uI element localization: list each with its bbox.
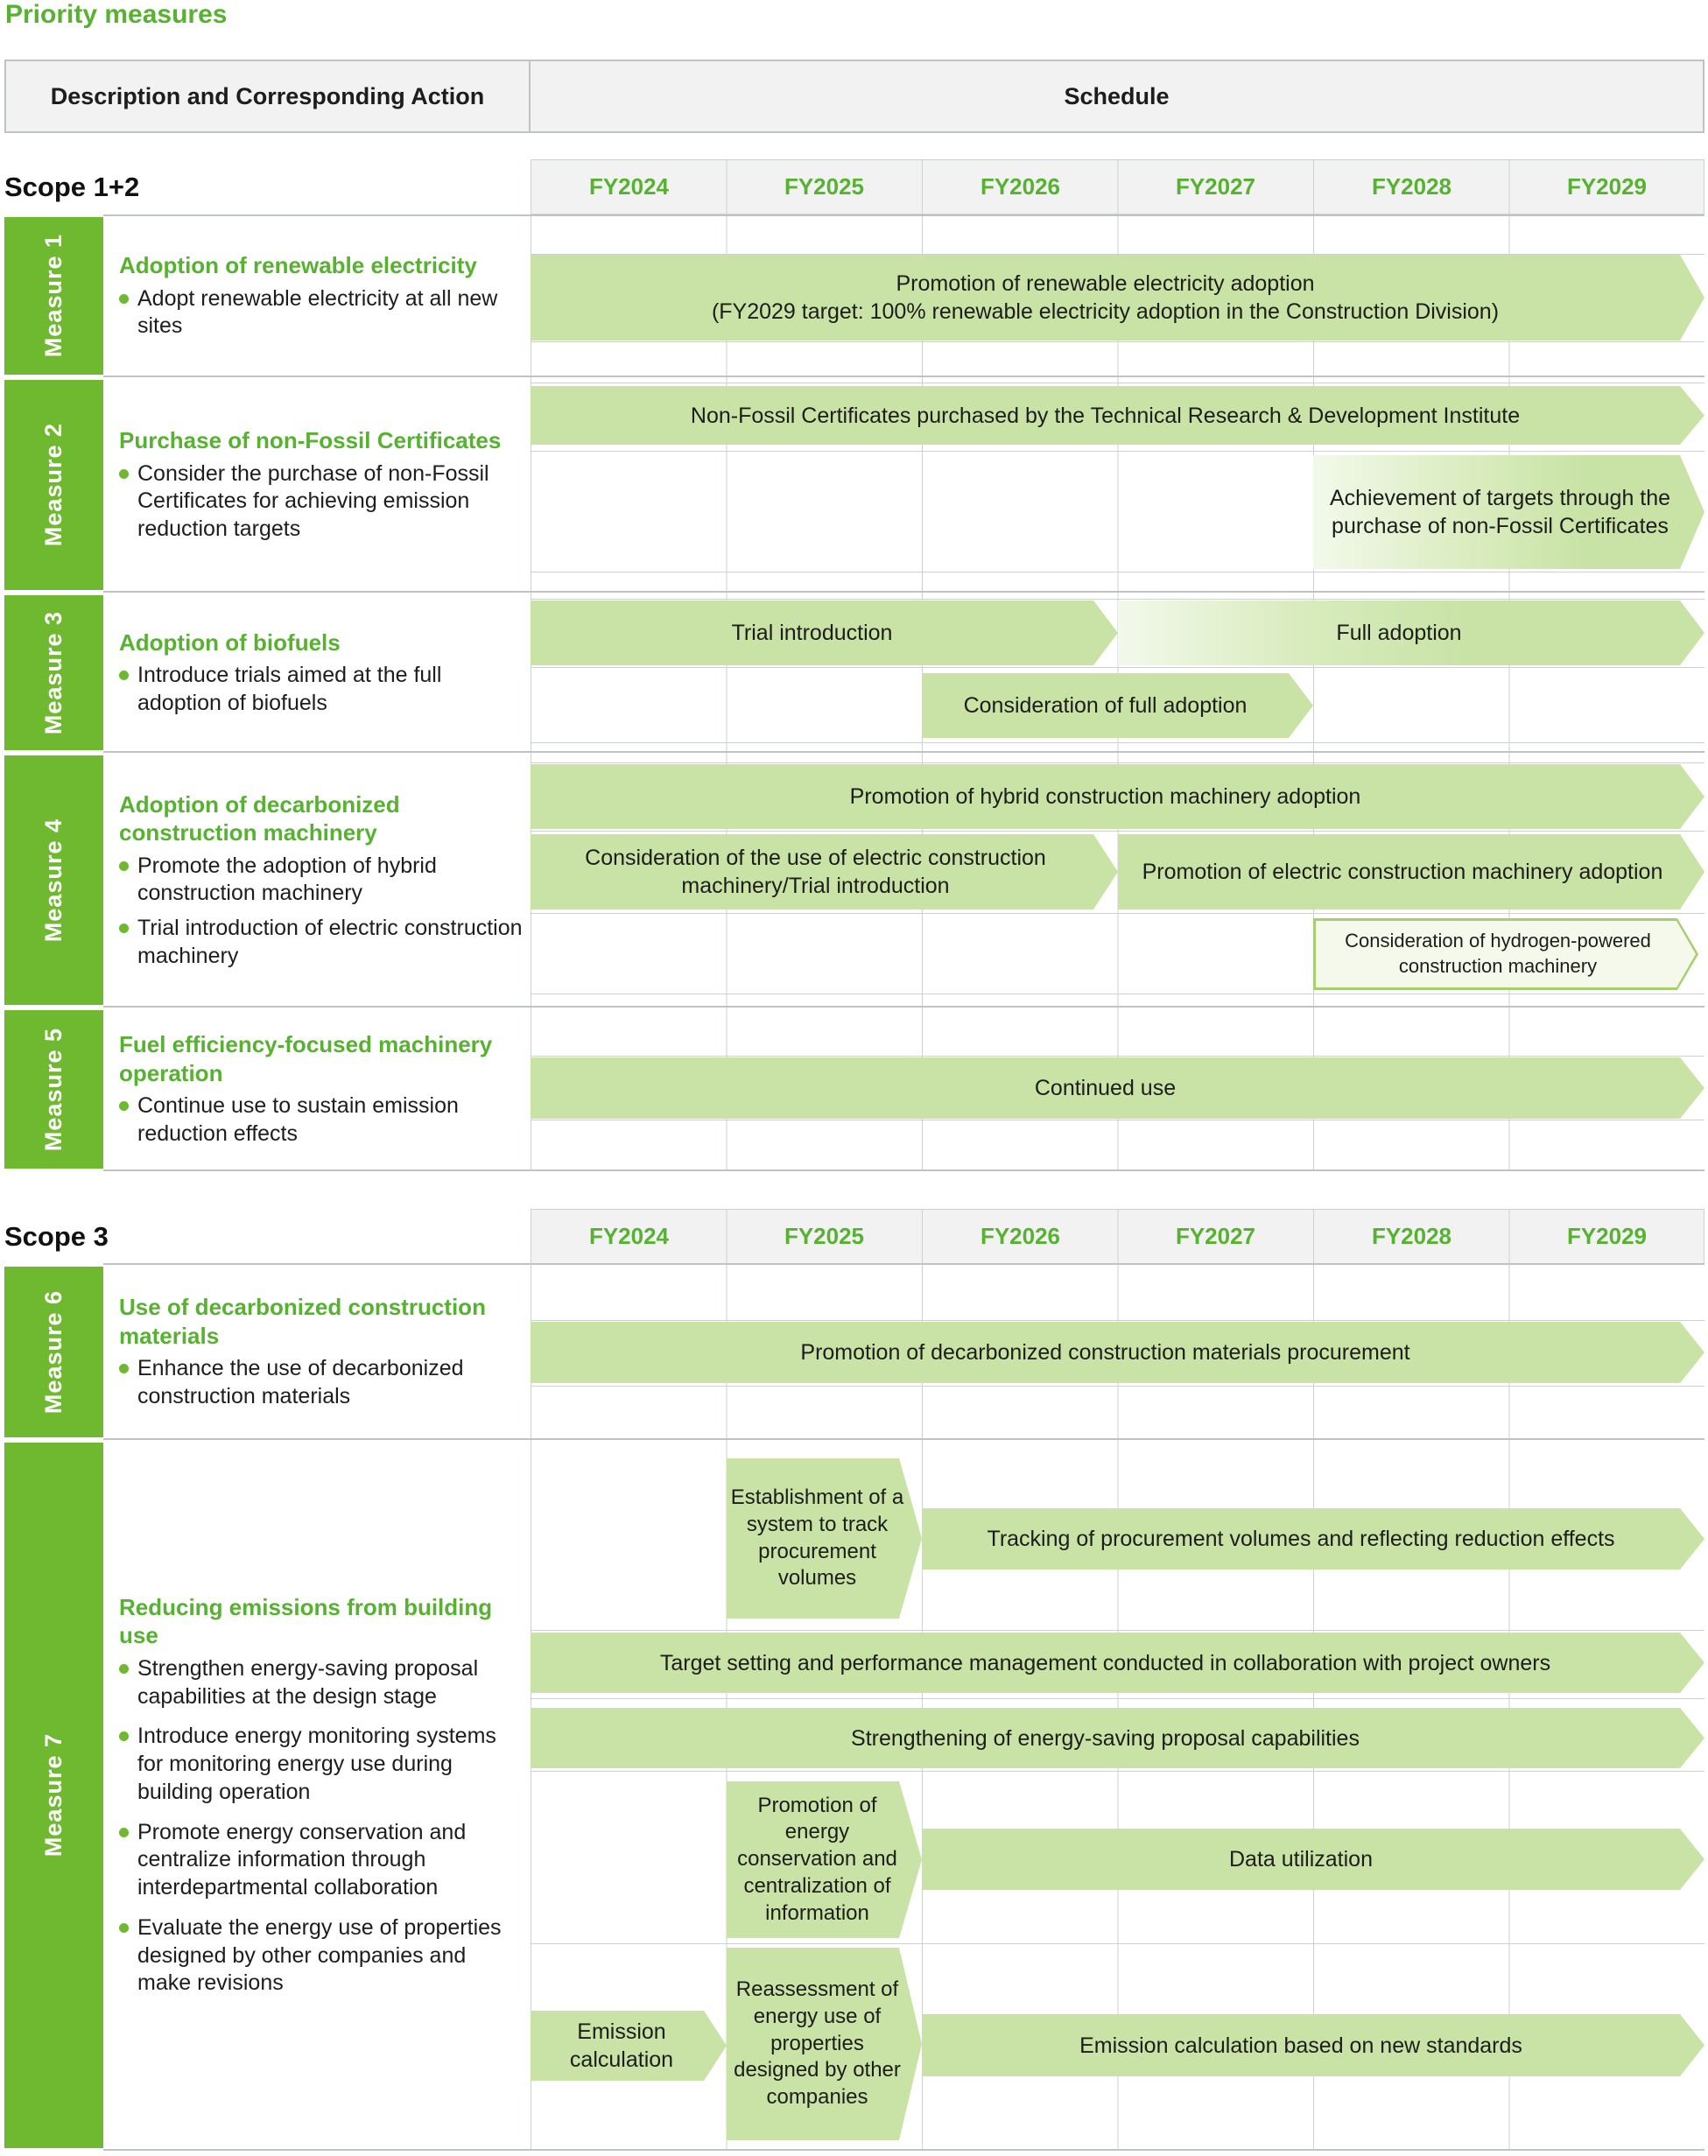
measure-7-label: Measure 7 bbox=[40, 1733, 67, 1858]
bullet-icon bbox=[119, 468, 129, 479]
measure-6-label: Measure 6 bbox=[40, 1289, 67, 1415]
bullet-icon bbox=[119, 1731, 129, 1742]
bullet-icon bbox=[119, 860, 129, 871]
measure-6-title: Use of decarbonized construction materia… bbox=[119, 1294, 486, 1349]
arrow-target-setting: Target setting and performance managemen… bbox=[531, 1633, 1704, 1693]
measure-7-bullet-0: Strengthen energy-saving proposal capabi… bbox=[137, 1655, 479, 1709]
measure-3-bullet-0: Introduce trials aimed at the full adopt… bbox=[137, 663, 442, 715]
arrow-hybrid-machinery-promotion: Promotion of hybrid construction machine… bbox=[531, 764, 1704, 829]
scope-1-2-label: Scope 1+2 bbox=[4, 171, 140, 202]
measure-2-description: Purchase of non-Fossil Certificates Cons… bbox=[105, 377, 529, 593]
fy-2025-label: FY2025 bbox=[784, 173, 865, 200]
measure-3-cell: Measure 3 bbox=[4, 595, 103, 750]
measure-3-title: Adoption of biofuels bbox=[119, 629, 341, 656]
arrow-electric-machinery-promotion: Promotion of electric construction machi… bbox=[1118, 834, 1704, 909]
measure-2-title: Purchase of non-Fossil Certificates bbox=[119, 427, 502, 454]
arrow-renewable-promotion: Promotion of renewable electricity adopt… bbox=[531, 255, 1704, 341]
fy-header-row-scope3: FY2024 FY2025 FY2026 FY2027 FY2028 FY202… bbox=[531, 1209, 1704, 1264]
arrow-data-utilization: Data utilization bbox=[922, 1829, 1704, 1890]
fy-2029-label: FY2029 bbox=[1566, 173, 1648, 200]
fy-2028-label: FY2028 bbox=[1371, 1223, 1452, 1249]
arrow-consideration-full-adoption: Consideration of full adoption bbox=[922, 673, 1313, 738]
arrow-renewable-promotion-line2: (FY2029 target: 100% renewable electrici… bbox=[711, 299, 1500, 324]
measure-6-cell: Measure 6 bbox=[4, 1267, 103, 1437]
bullet-icon bbox=[119, 1663, 129, 1674]
header-schedule-col: Schedule bbox=[529, 60, 1704, 133]
fy-header-row-scope12: FY2024 FY2025 FY2026 FY2027 FY2028 FY202… bbox=[531, 159, 1704, 214]
measure-5-cell: Measure 5 bbox=[4, 1010, 103, 1169]
measure-5-bullet-0: Continue use to sustain emission reducti… bbox=[137, 1093, 459, 1146]
fy-2024-label: FY2024 bbox=[588, 173, 670, 200]
measure-2-bullet-0: Consider the purchase of non-Fossil Cert… bbox=[137, 460, 489, 542]
bullet-icon bbox=[119, 671, 129, 680]
measure-6-description: Use of decarbonized construction materia… bbox=[105, 1264, 529, 1440]
bullet-icon bbox=[119, 1922, 129, 1933]
measure-6-bullet-0: Enhance the use of decarbonized construc… bbox=[137, 1356, 464, 1408]
measure-3-label: Measure 3 bbox=[40, 610, 67, 735]
fy-2027-label: FY2027 bbox=[1175, 173, 1256, 200]
arrow-electric-machinery-consideration: Consideration of the use of electric con… bbox=[531, 834, 1118, 909]
measure-4-title: Adoption of decarbonized construction ma… bbox=[119, 790, 400, 846]
measure-1-bullet-0: Adopt renewable electricity at all new s… bbox=[137, 285, 498, 339]
arrow-energy-conservation-promotion: Promotion of energy conservation and cen… bbox=[727, 1781, 922, 1938]
measure-2-cell: Measure 2 bbox=[4, 380, 103, 590]
bullet-icon bbox=[119, 1101, 129, 1112]
arrow-continued-use: Continued use bbox=[531, 1057, 1704, 1119]
arrow-establishment-tracking-system: Establishment of a system to track procu… bbox=[727, 1458, 922, 1619]
measure-2-label: Measure 2 bbox=[40, 423, 67, 547]
measure-4-description: Adoption of decarbonized construction ma… bbox=[105, 753, 529, 1008]
scope-3-label: Scope 3 bbox=[4, 1220, 109, 1252]
measure-7-description: Reducing emissions from building use Str… bbox=[105, 1440, 529, 2151]
arrow-emission-calculation: Emission calculation bbox=[531, 2011, 727, 2081]
measure-7-bullet-1: Introduce energy monitoring systems for … bbox=[137, 1724, 496, 1804]
measure-1-description: Adoption of renewable electricity Adopt … bbox=[105, 214, 529, 377]
page-title: Priority measures bbox=[5, 0, 228, 29]
arrow-reassessment-energy-use: Reassessment of energy use of properties… bbox=[727, 1948, 922, 2140]
measure-7-title: Reducing emissions from building use bbox=[119, 1593, 493, 1649]
measure-4-label: Measure 4 bbox=[40, 818, 67, 943]
fy-2025-label: FY2025 bbox=[784, 1223, 865, 1249]
measure-5-description: Fuel efficiency-focused machinery operat… bbox=[105, 1008, 529, 1171]
arrow-tracking-procurement: Tracking of procurement volumes and refl… bbox=[922, 1508, 1704, 1570]
measure-7-bullet-3: Evaluate the energy use of properties de… bbox=[137, 1914, 502, 1996]
fy-2029-label: FY2029 bbox=[1566, 1223, 1648, 1249]
bullet-icon bbox=[119, 293, 129, 304]
fy-2027-label: FY2027 bbox=[1175, 1223, 1256, 1249]
arrow-emission-calc-new-standards: Emission calculation based on new standa… bbox=[922, 2014, 1704, 2076]
arrow-decarbonized-materials-promotion: Promotion of decarbonized construction m… bbox=[531, 1322, 1704, 1383]
bullet-icon bbox=[119, 923, 129, 933]
arrow-trial-introduction: Trial introduction bbox=[531, 600, 1118, 665]
measure-1-cell: Measure 1 bbox=[4, 217, 103, 375]
measure-5-title: Fuel efficiency-focused machinery operat… bbox=[119, 1031, 493, 1086]
measure-3-description: Adoption of biofuels Introduce trials ai… bbox=[105, 593, 529, 753]
fy-2028-label: FY2028 bbox=[1371, 173, 1452, 200]
arrow-full-adoption: Full adoption bbox=[1118, 600, 1704, 665]
header-description-col: Description and Corresponding Action bbox=[4, 60, 531, 133]
bullet-icon bbox=[119, 1827, 129, 1837]
fy-2024-label: FY2024 bbox=[588, 1223, 670, 1249]
measure-7-bullet-2: Promote energy conservation and centrali… bbox=[137, 1819, 467, 1900]
arrow-achievement-of-targets: Achievement of targets through the purch… bbox=[1313, 455, 1704, 569]
measure-5-label: Measure 5 bbox=[40, 1027, 67, 1152]
measure-1-title: Adoption of renewable electricity bbox=[119, 252, 477, 278]
measure-7-cell: Measure 7 bbox=[4, 1443, 103, 2148]
fy-2026-label: FY2026 bbox=[980, 173, 1061, 200]
arrow-non-fossil-certificates: Non-Fossil Certificates purchased by the… bbox=[531, 386, 1704, 445]
measure-4-bullet-1: Trial introduction of electric construct… bbox=[137, 916, 523, 968]
measure-4-bullet-0: Promote the adoption of hybrid construct… bbox=[137, 853, 437, 906]
measure-4-cell: Measure 4 bbox=[4, 755, 103, 1005]
measure-1-label: Measure 1 bbox=[40, 234, 67, 358]
arrow-hydrogen-machinery-label: Consideration of hydrogen-powered constr… bbox=[1316, 921, 1696, 987]
bullet-icon bbox=[119, 1364, 129, 1374]
arrow-renewable-promotion-line1: Promotion of renewable electricity adopt… bbox=[896, 271, 1315, 296]
arrow-hydrogen-machinery-consideration: Consideration of hydrogen-powered constr… bbox=[1313, 918, 1698, 990]
arrow-strengthening-proposals: Strengthening of energy-saving proposal … bbox=[531, 1708, 1704, 1768]
fy-2026-label: FY2026 bbox=[980, 1223, 1061, 1249]
